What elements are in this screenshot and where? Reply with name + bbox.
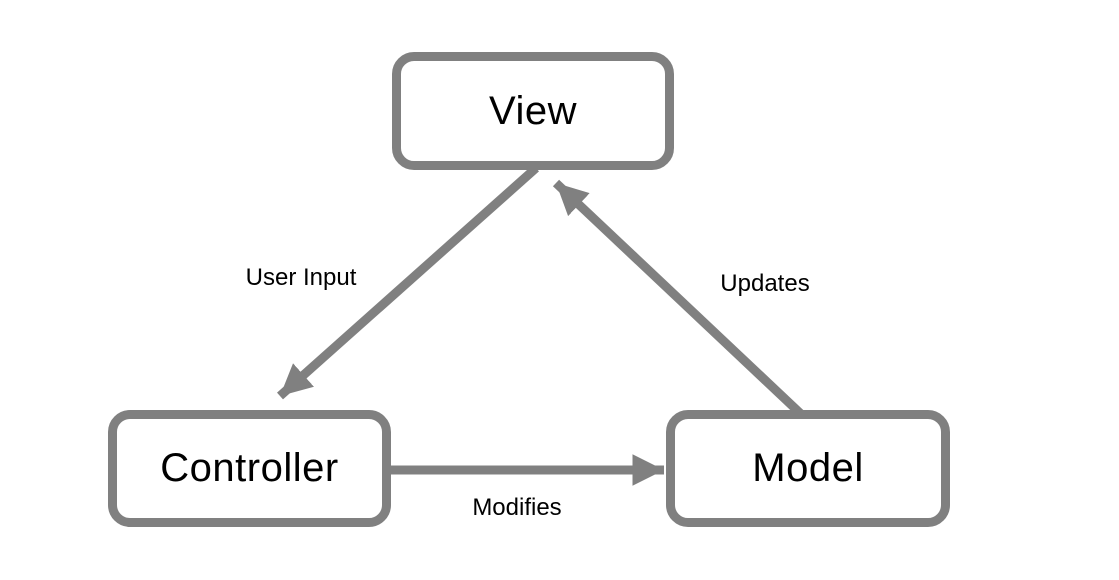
node-view: View bbox=[392, 52, 674, 170]
node-controller-label: Controller bbox=[160, 446, 339, 490]
edge-model-to-view-arrow bbox=[552, 179, 805, 418]
node-controller: Controller bbox=[108, 410, 391, 527]
edge-label-updates: Updates bbox=[720, 270, 810, 297]
edge-label-user-input: User Input bbox=[245, 264, 357, 291]
node-view-label: View bbox=[489, 88, 577, 133]
edge-label-modifies: Modifies bbox=[472, 494, 562, 521]
node-model: Model bbox=[666, 410, 950, 527]
edge-view-to-controller-arrow bbox=[277, 164, 539, 400]
node-model-label: Model bbox=[752, 446, 864, 490]
